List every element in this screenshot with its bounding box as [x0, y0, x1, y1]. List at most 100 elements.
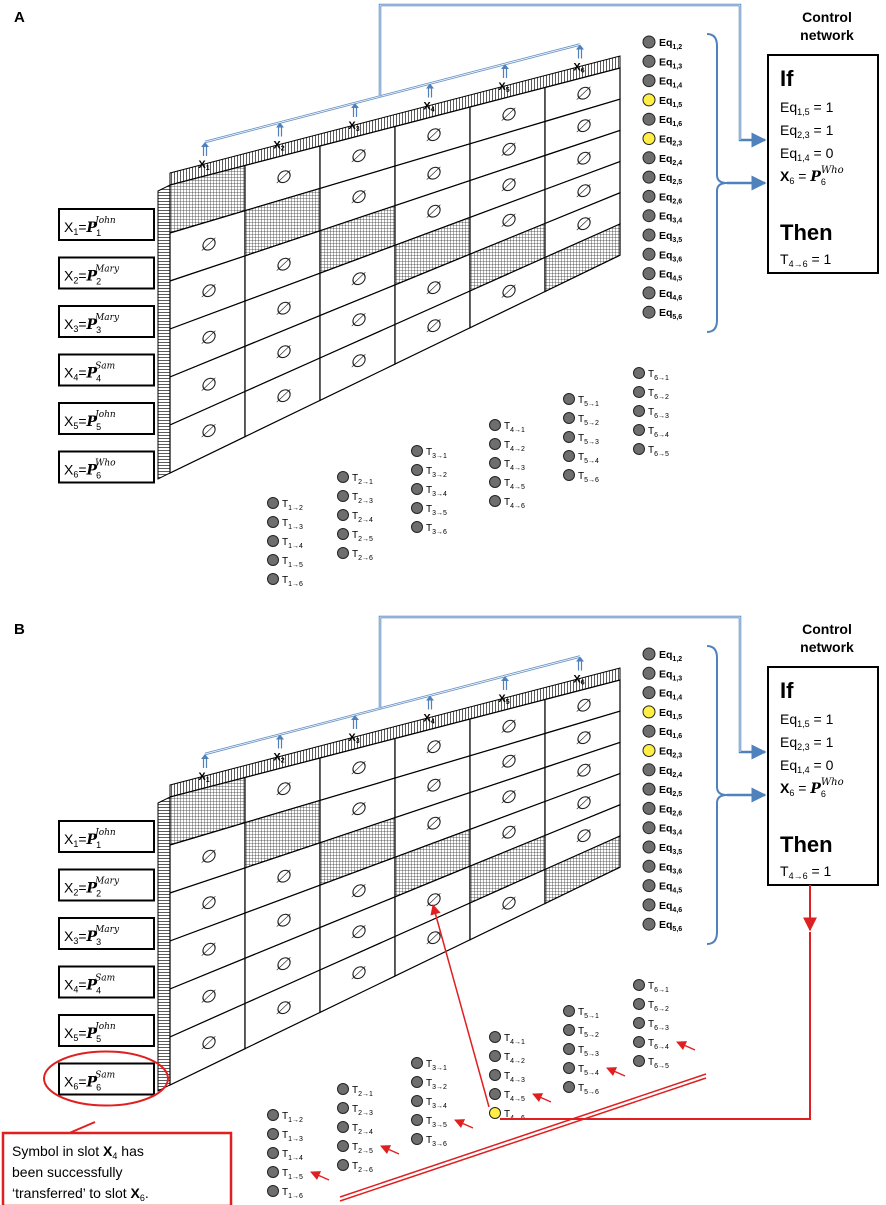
t-node	[267, 1166, 279, 1178]
eq-node	[642, 35, 656, 49]
column-arrow-head	[201, 754, 209, 759]
empty-symbol: ∅	[275, 386, 292, 407]
eq-node	[642, 879, 656, 893]
t-node	[267, 497, 279, 509]
eq-node	[642, 724, 656, 738]
t-node	[267, 573, 279, 585]
eq-node-label: Eq4,5	[659, 269, 682, 283]
eq-node	[642, 801, 656, 815]
eq-node	[642, 782, 656, 796]
empty-symbol: ∅	[350, 922, 367, 943]
t-node-label: T6→4	[648, 1038, 669, 1051]
slot-box	[58, 208, 155, 241]
t-node	[489, 419, 501, 431]
grid-left-band	[157, 184, 171, 480]
if-label: If	[780, 66, 794, 91]
column-label: X2	[273, 140, 284, 153]
t-node-label: T6→4	[648, 426, 669, 439]
empty-symbol: ∅	[200, 986, 217, 1007]
t-node	[411, 521, 423, 533]
t-node-label: T3→1	[426, 1059, 447, 1072]
t-node-label: T1→4	[282, 537, 303, 550]
empty-symbol: ∅	[500, 822, 517, 843]
empty-symbol: ∅	[275, 779, 292, 800]
t-node-label: T2→4	[352, 1123, 373, 1136]
eq-node-label: Eq2,3	[659, 134, 682, 148]
t-node-label: T5→2	[578, 414, 599, 427]
eq-node-label: Eq1,2	[659, 649, 682, 663]
slot-box	[58, 868, 155, 902]
empty-symbol: ∅	[275, 954, 292, 975]
t-node-label: T1→3	[282, 518, 303, 531]
t-node	[411, 1076, 423, 1088]
t-node-label: T4→3	[504, 1071, 525, 1084]
eq-node-label: Eq2,5	[659, 784, 682, 798]
eq-node-label: Eq1,4	[659, 76, 682, 90]
t-node	[633, 979, 645, 991]
action-text: T4→6 = 1	[780, 863, 832, 881]
condition-text: Eq1,4 = 0	[780, 757, 834, 775]
t-node-label: T1→2	[282, 1111, 303, 1124]
empty-symbol: ∅	[575, 793, 592, 814]
t-node	[489, 1107, 501, 1119]
t-node-label: T5→6	[578, 1083, 599, 1096]
t-node	[489, 1069, 501, 1081]
empty-symbol: ∅	[200, 328, 217, 349]
panel-a: A∅∅∅∅∅∅∅∅∅∅∅∅∅∅∅∅∅∅∅∅∅∅∅∅∅∅∅∅∅∅X1X2X3X4X…	[14, 3, 879, 588]
empty-symbol: ∅	[500, 893, 517, 914]
eq-node	[642, 686, 656, 700]
t-node	[633, 386, 645, 398]
empty-symbol: ∅	[425, 737, 442, 758]
t-node	[563, 412, 575, 424]
eq-node-label: Eq3,4	[659, 823, 682, 837]
then-label: Then	[780, 832, 833, 857]
eq-node-label: Eq2,6	[659, 191, 682, 205]
column-label: X5	[498, 81, 509, 94]
t-node	[267, 1109, 279, 1121]
transfer-tap	[532, 1093, 552, 1103]
column-arrow-head	[501, 676, 509, 681]
column-label: X3	[348, 732, 359, 745]
t-node	[633, 405, 645, 417]
t-node-label: T5→4	[578, 1064, 599, 1077]
if-label: If	[780, 678, 794, 703]
slot-box	[58, 965, 155, 999]
slot-label: X3=P3Mary	[64, 925, 120, 947]
grid-left-band	[157, 796, 171, 1092]
eq-node-label: Eq3,5	[659, 230, 682, 244]
empty-symbol: ∅	[575, 826, 592, 847]
note-line: been successfully	[12, 1164, 123, 1180]
empty-symbol: ∅	[275, 167, 292, 188]
t-node-label: T1→3	[282, 1130, 303, 1143]
t-node	[267, 554, 279, 566]
slot-label: X6=P6Sam	[64, 1071, 115, 1093]
column-arrow-head	[276, 734, 284, 740]
eq-node	[642, 112, 656, 126]
t-node-label: T6→2	[648, 388, 669, 401]
slot-label: X4=P4Sam	[64, 974, 115, 996]
t-node	[337, 528, 349, 540]
column-label: X1	[198, 771, 209, 784]
condition-text: Eq1,5 = 1	[780, 711, 834, 729]
empty-symbol: ∅	[350, 269, 367, 290]
empty-symbol: ∅	[275, 298, 292, 319]
empty-symbol: ∅	[575, 181, 592, 202]
empty-symbol: ∅	[425, 928, 442, 949]
control-title-line: network	[800, 27, 854, 43]
empty-symbol: ∅	[350, 799, 367, 820]
column-label: X6	[573, 674, 584, 687]
eq-node	[642, 267, 656, 281]
t-node	[411, 1133, 423, 1145]
t-node-label: T2→6	[352, 549, 373, 562]
empty-symbol: ∅	[200, 940, 217, 961]
column-label: X2	[273, 752, 284, 765]
empty-symbol: ∅	[425, 316, 442, 337]
eq-node	[642, 74, 656, 88]
slot-box	[58, 820, 155, 853]
t-node-label: T2→1	[352, 1085, 373, 1098]
panel-label: B	[14, 621, 25, 638]
eq-node-label: Eq1,6	[659, 114, 682, 128]
t-node	[489, 438, 501, 450]
eq-node	[642, 189, 656, 203]
t-node	[489, 476, 501, 488]
